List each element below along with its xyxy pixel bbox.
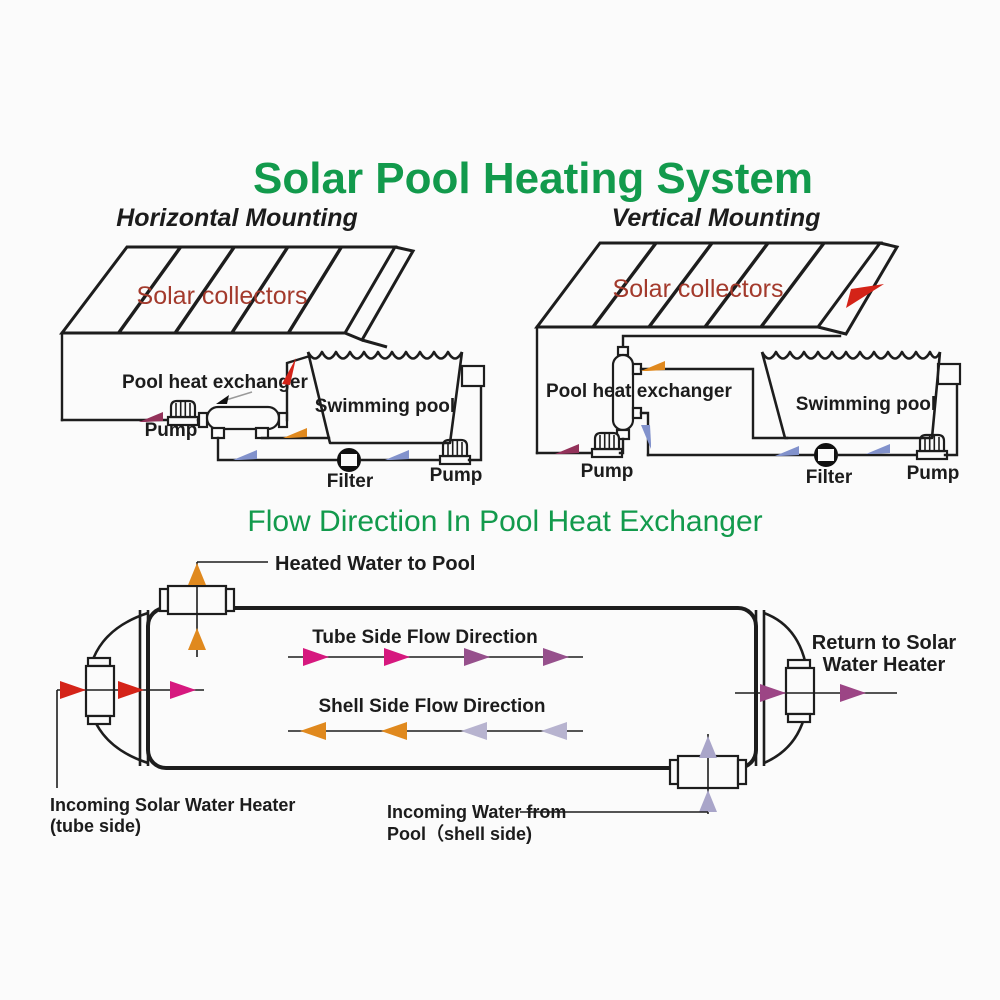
- flow-arrow-blue-icon: [233, 450, 257, 460]
- shell-flow-arrow-icon: [381, 722, 407, 740]
- tube-flow-arrow-icon: [303, 648, 329, 666]
- swimming-pool-label: Swimming pool: [315, 396, 455, 417]
- incoming-shell-label-line2: Pool（shell side): [387, 824, 532, 844]
- flow-arrow-orange-icon: [283, 428, 307, 438]
- pump-label: Pump: [907, 463, 960, 484]
- flow-arrow-magenta-icon: [170, 681, 196, 699]
- tube-flow-arrow-icon: [464, 648, 490, 666]
- flow-arrow-blue-icon: [866, 444, 890, 454]
- page-title: Solar Pool Heating System: [253, 154, 813, 203]
- filter-label: Filter: [327, 471, 374, 492]
- flow-arrow-purple-icon: [760, 684, 786, 702]
- leader-arrowhead-icon: [216, 395, 229, 404]
- heading-horizontal-mounting: Horizontal Mounting: [116, 204, 358, 232]
- pump-label: Pump: [145, 420, 198, 441]
- pump-label: Pump: [581, 461, 634, 482]
- shell-flow-arrow-icon: [461, 722, 487, 740]
- filter-right-diagram: [814, 443, 838, 467]
- incoming-shell-label-line1: Incoming Water from: [387, 802, 566, 822]
- pool-inlet-fitting: [460, 364, 486, 388]
- swimming-pool-label: Swimming pool: [796, 394, 936, 415]
- shell-flow-arrow-icon: [300, 722, 326, 740]
- solar-collector-array: [534, 241, 900, 336]
- incoming-tube-label-line2: (tube side): [50, 816, 141, 836]
- pool-heat-exchanger-horizontal: [196, 405, 289, 440]
- flow-arrow-blue-down-icon: [641, 425, 651, 449]
- flow-arrow-gray-up-icon: [699, 790, 717, 812]
- tube-flow-arrow-icon: [543, 648, 569, 666]
- leader-line: [225, 391, 253, 401]
- tube-flow-arrow-icon: [384, 648, 410, 666]
- nozzle-return-solar: [735, 658, 897, 724]
- pump-label: Pump: [430, 465, 483, 486]
- flow-arrow-blue-icon: [385, 450, 409, 460]
- heated-water-label: Heated Water to Pool: [275, 553, 475, 575]
- flow-arrow-gray-up-icon: [699, 736, 717, 758]
- shell-flow-arrow-icon: [541, 722, 567, 740]
- flow-arrow-red-icon: [60, 681, 86, 699]
- swimming-pool-right: [760, 350, 942, 440]
- heading-vertical-mounting: Vertical Mounting: [612, 204, 821, 232]
- pump-solar-right-diagram: [590, 431, 624, 459]
- pool-heat-exchanger-label: Pool heat exchanger: [122, 372, 308, 393]
- pool-heat-exchanger-label: Pool heat exchanger: [546, 381, 732, 402]
- heat-exchanger-detail: Heated Water to Pool Incoming Solar Wate…: [50, 553, 956, 844]
- incoming-tube-label-line1: Incoming Solar Water Heater: [50, 795, 295, 815]
- solar-collectors-label: Solar collectors: [613, 275, 784, 303]
- solar-collector-array: [58, 245, 416, 349]
- filter-left-diagram: [337, 448, 361, 472]
- flow-section-title: Flow Direction In Pool Heat Exchanger: [247, 505, 762, 538]
- flow-arrow-orange-up-icon: [188, 628, 206, 650]
- return-label-line1: Return to Solar: [812, 632, 957, 654]
- flow-arrow-red-up-icon: [282, 358, 296, 385]
- flow-arrow-orange-up-icon: [188, 563, 206, 585]
- return-label-line2: Water Heater: [823, 654, 946, 676]
- flow-arrow-purple-icon: [840, 684, 866, 702]
- shell-side-label: Shell Side Flow Direction: [319, 696, 546, 717]
- solar-collectors-label: Solar collectors: [137, 282, 308, 310]
- roof-red-arrow-icon: [846, 284, 884, 308]
- vertical-mounting-diagram: Solar collectors Pool heat exchanger Pum…: [534, 241, 962, 488]
- filter-label: Filter: [806, 467, 853, 488]
- swimming-pool-left: [306, 350, 464, 445]
- horizontal-mounting-diagram: Solar collectors Pump Pool heat exchange…: [58, 245, 486, 492]
- pool-inlet-fitting: [936, 362, 962, 386]
- tube-side-label: Tube Side Flow Direction: [312, 627, 538, 648]
